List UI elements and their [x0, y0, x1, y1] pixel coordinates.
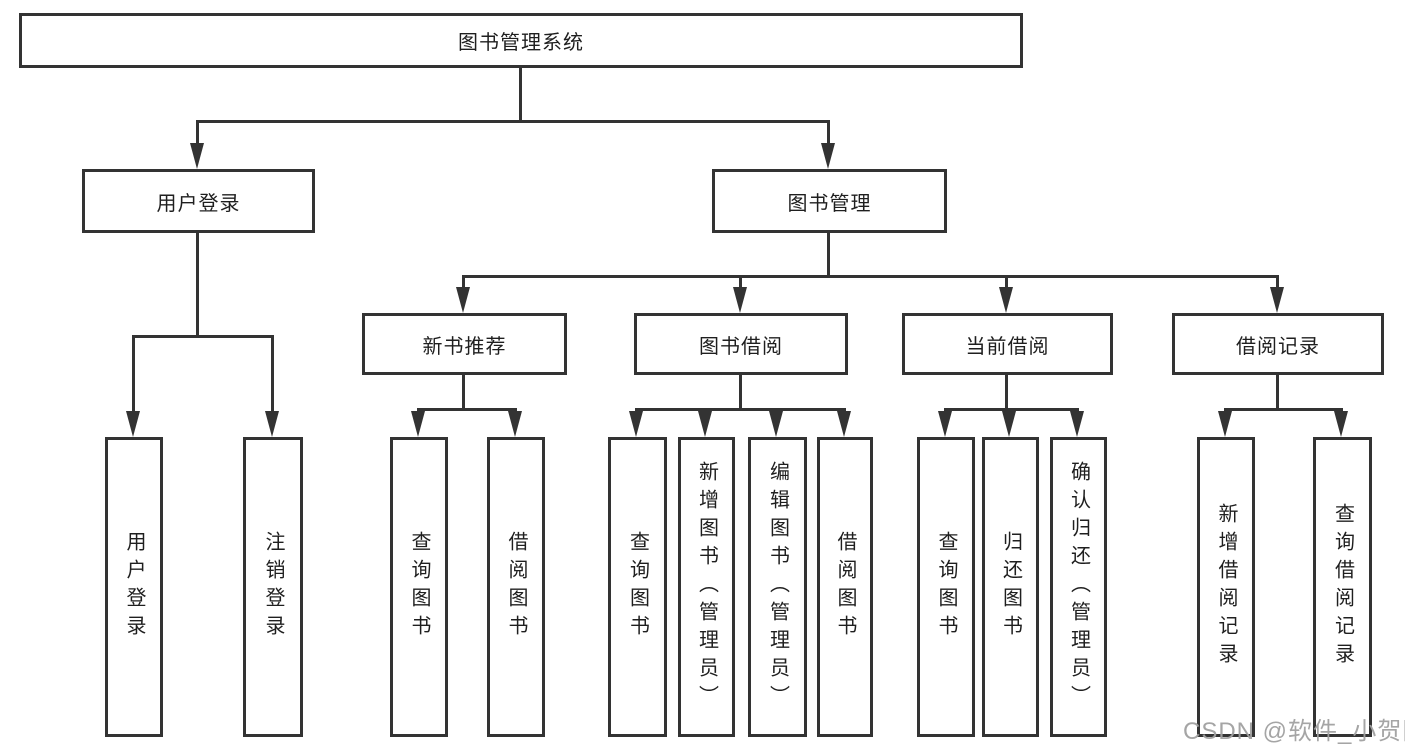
node-user-login: 用户登录 — [82, 169, 315, 233]
connector-bus-borrowrecords — [1224, 408, 1343, 411]
node-current-borrow: 当前借阅 — [902, 313, 1113, 375]
leaf-nb-borrow-books-label: 借阅图书 — [505, 531, 527, 643]
leaf-user-login-label: 用户登录 — [123, 531, 145, 643]
connector-drop-book-mgmt — [827, 120, 830, 145]
leaf-logout-label: 注销登录 — [262, 531, 284, 643]
node-user-login-label: 用户登录 — [156, 192, 241, 215]
leaf-bb-borrow-books: 借阅图书 — [817, 437, 873, 737]
node-book-mgmt-label: 图书管理 — [787, 192, 872, 215]
arrowhead — [698, 411, 712, 437]
arrowhead — [837, 411, 851, 437]
arrowhead — [1334, 411, 1348, 437]
connector-drop-user-login — [196, 120, 199, 145]
arrowhead — [938, 411, 952, 437]
arrowhead — [733, 287, 747, 313]
arrowhead — [999, 287, 1013, 313]
leaf-bb-add-books-admin: 新增图书（管理员） — [678, 437, 735, 737]
node-current-borrow-label: 当前借阅 — [965, 335, 1050, 358]
connector-bus-currentborrow — [944, 408, 1079, 411]
arrowhead — [411, 411, 425, 437]
leaf-br-query-record: 查询借阅记录 — [1313, 437, 1372, 737]
node-book-mgmt: 图书管理 — [712, 169, 947, 233]
leaf-br-add-record-label: 新增借阅记录 — [1215, 503, 1237, 671]
connector-bus-bookborrow — [635, 408, 845, 411]
arrowhead — [1002, 411, 1016, 437]
arrowhead — [629, 411, 643, 437]
arrowhead — [769, 411, 783, 437]
node-book-borrow-label: 图书借阅 — [699, 335, 783, 358]
node-root: 图书管理系统 — [19, 13, 1023, 68]
connector-drop-bookborrow — [739, 275, 742, 289]
leaf-bb-query-books-label: 查询图书 — [626, 531, 649, 643]
arrowhead — [1270, 287, 1284, 313]
connector-newbooks-stem — [462, 375, 465, 410]
arrowhead — [265, 411, 279, 437]
connector-drop-currentborrow — [1005, 275, 1008, 289]
connector-drop-ul-logout — [271, 335, 274, 413]
node-book-borrow: 图书借阅 — [634, 313, 848, 375]
leaf-cb-return-books-label: 归还图书 — [999, 531, 1022, 643]
arrowhead — [456, 287, 470, 313]
leaf-user-login: 用户登录 — [105, 437, 163, 737]
leaf-nb-query-books: 查询图书 — [390, 437, 448, 737]
leaf-cb-confirm-return-admin-label: 确认归还（管理员） — [1067, 461, 1090, 713]
arrowhead — [508, 411, 522, 437]
leaf-br-query-record-label: 查询借阅记录 — [1331, 503, 1354, 671]
leaf-nb-borrow-books: 借阅图书 — [487, 437, 545, 737]
leaf-bb-query-books: 查询图书 — [608, 437, 667, 737]
connector-bookmgmt-stem — [827, 233, 830, 277]
node-borrow-records: 借阅记录 — [1172, 313, 1384, 375]
connector-drop-borrowrecords — [1276, 275, 1279, 289]
arrowhead — [821, 143, 835, 169]
node-borrow-records-label: 借阅记录 — [1236, 335, 1320, 358]
leaf-logout: 注销登录 — [243, 437, 303, 737]
leaf-cb-confirm-return-admin: 确认归还（管理员） — [1050, 437, 1107, 737]
connector-drop-newbooks — [462, 275, 465, 289]
leaf-bb-edit-books-admin-label: 编辑图书（管理员） — [766, 461, 789, 713]
node-new-books-label: 新书推荐 — [422, 335, 507, 358]
watermark-text: CSDN @软件_小贺同学 — [1183, 718, 1405, 745]
connector-drop-ul-login — [132, 335, 135, 413]
arrowhead — [126, 411, 140, 437]
leaf-cb-return-books: 归还图书 — [982, 437, 1039, 737]
connector-bus-level1 — [196, 120, 830, 123]
leaf-br-add-record: 新增借阅记录 — [1197, 437, 1255, 737]
connector-userlogin-stem — [196, 233, 199, 337]
leaf-cb-query-books: 查询图书 — [917, 437, 975, 737]
leaf-bb-add-books-admin-label: 新增图书（管理员） — [695, 461, 718, 713]
connector-bookborrow-stem — [739, 375, 742, 410]
connector-root-stem — [519, 68, 522, 122]
connector-currentborrow-stem — [1005, 375, 1008, 410]
connector-bus-userlogin — [132, 335, 274, 338]
arrowhead — [190, 143, 204, 169]
node-new-books: 新书推荐 — [362, 313, 567, 375]
arrowhead — [1070, 411, 1084, 437]
connector-bus-bookmgmt — [462, 275, 1278, 278]
arrowhead — [1218, 411, 1232, 437]
leaf-bb-edit-books-admin: 编辑图书（管理员） — [748, 437, 807, 737]
connector-borrowrecords-stem — [1276, 375, 1279, 410]
leaf-nb-query-books-label: 查询图书 — [408, 531, 430, 643]
node-root-label: 图书管理系统 — [458, 32, 584, 54]
leaf-cb-query-books-label: 查询图书 — [935, 531, 957, 643]
leaf-bb-borrow-books-label: 借阅图书 — [834, 531, 856, 643]
connector-bus-newbooks — [417, 408, 517, 411]
